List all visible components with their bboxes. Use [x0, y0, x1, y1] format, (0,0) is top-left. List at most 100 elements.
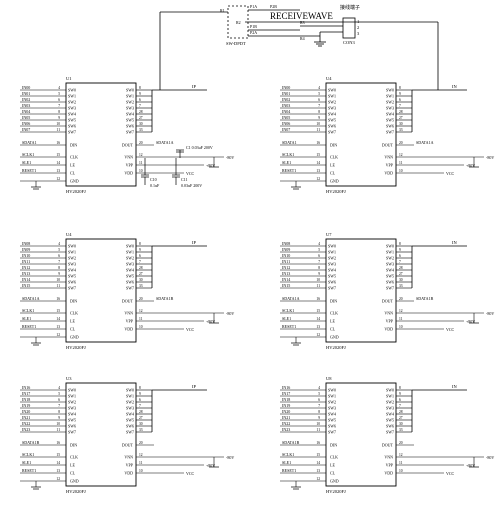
- chip-body: [65, 82, 137, 187]
- pin-number: 8: [399, 386, 401, 390]
- input-pin-label: IN15: [22, 283, 30, 288]
- sw-pin-name-right: SW5: [386, 274, 394, 279]
- sw-pin-name-right: SW3: [126, 106, 134, 111]
- input-pin-label: IN09: [22, 247, 30, 252]
- receivewave-label: RECEIVEWAVE: [270, 11, 333, 21]
- ctrl-net-label: SCLK1: [282, 308, 294, 313]
- sw-pin-name-left: SW7: [68, 286, 76, 291]
- sw-pin-name-left: SW1: [328, 250, 336, 255]
- ctrl-pin-name: VNN: [384, 311, 393, 316]
- sw-pin-name-left: SW6: [328, 424, 336, 429]
- pin-number: 8: [139, 386, 141, 390]
- input-pin-label: IN20: [282, 409, 290, 414]
- sw-pin-name-right: SW6: [126, 124, 134, 129]
- pin-number: 10: [139, 169, 143, 173]
- pin-number: 10: [56, 422, 60, 426]
- ctrl-net-label: SLE1: [282, 460, 291, 465]
- chip-ref: U7: [326, 232, 332, 237]
- ctrl-pin-name: DIN: [330, 299, 337, 304]
- output-net-label: IP: [192, 240, 196, 245]
- pin-number: 8: [58, 266, 60, 270]
- pin-number: 4: [58, 386, 60, 390]
- sw-pin-name-left: SW2: [68, 256, 76, 261]
- input-pin-label: IN22: [22, 421, 30, 426]
- input-pin-label: IN23: [22, 427, 30, 432]
- sw-pin-name-left: SW4: [328, 268, 336, 273]
- ctrl-net-label: SCLK1: [282, 452, 294, 457]
- pin-number: 6: [58, 98, 60, 102]
- pin-number: 6: [399, 254, 401, 258]
- pin-number: 20: [139, 297, 143, 301]
- sw-pin-name-left: SW0: [328, 388, 336, 393]
- pin-number: 15: [316, 309, 320, 313]
- input-pin-label: IN02: [22, 97, 30, 102]
- pin-number: 11: [139, 317, 143, 321]
- header-block: [159, 5, 439, 90]
- sw-pin-name-left: SW7: [68, 130, 76, 135]
- pin-number: 14: [56, 317, 60, 321]
- din-net-label: SDATA1: [282, 140, 297, 145]
- chip-ref: U4: [326, 76, 332, 81]
- sw-pin-name-right: SW2: [386, 100, 394, 105]
- sw-pin-name-left: SW2: [328, 400, 336, 405]
- power-net-label: VCC: [446, 171, 455, 176]
- sw-pin-name-left: SW0: [68, 88, 76, 93]
- input-pin-label: IN06: [282, 121, 290, 126]
- pin-number: 20: [139, 441, 143, 445]
- sw-pin-name-left: SW7: [328, 286, 336, 291]
- input-pin-label: IN19: [282, 403, 290, 408]
- chip-part: HV2020FJ: [66, 345, 86, 350]
- sw-pin-name-right: SW7: [386, 430, 394, 435]
- sw-pin-name-right: SW6: [126, 424, 134, 429]
- ctrl-pin-name: VNN: [124, 455, 133, 460]
- sw-pin-name-left: SW1: [328, 394, 336, 399]
- connector-body: [342, 17, 356, 39]
- din-net-label: SDATA1A: [282, 296, 300, 301]
- ctrl-net-label: SCLK1: [22, 152, 34, 157]
- ctrl-net-label: SCLK1: [282, 152, 294, 157]
- ctrl-pin-name: GND: [70, 179, 79, 184]
- ctrl-pin-name: DIN: [330, 143, 337, 148]
- din-net-label: SDATA1B: [22, 440, 40, 445]
- pin-number: 8: [139, 242, 141, 246]
- ctrl-pin-name: VDD: [384, 471, 393, 476]
- pin-number: 4: [318, 86, 320, 90]
- ctrl-pin-name: CLK: [330, 155, 338, 160]
- sw-pin-name-right: SW2: [386, 400, 394, 405]
- pin-number: 30: [399, 278, 403, 282]
- ctrl-pin-name: VNN: [124, 311, 133, 316]
- sw-pin-name-right: SW4: [386, 112, 394, 117]
- pin-number: 5: [318, 92, 320, 96]
- pin-number: 12: [399, 153, 403, 157]
- input-pin-label: IN04: [22, 109, 30, 114]
- pin-number: 8: [318, 410, 320, 414]
- pin-number: 4: [318, 242, 320, 246]
- pin-number: 7: [139, 104, 141, 108]
- switch-pin-label: P1B: [250, 24, 257, 29]
- input-pin-label: IN13: [22, 271, 30, 276]
- pin-number: 27: [399, 416, 403, 420]
- power-net-label: VCC: [446, 327, 455, 332]
- pin-number: 30: [399, 122, 403, 126]
- sw-pin-name-left: SW2: [328, 100, 336, 105]
- pin-number: 15: [316, 153, 320, 157]
- output-net-label: IP: [192, 84, 196, 89]
- ctrl-pin-name: LE: [70, 319, 75, 324]
- sw-pin-name-right: SW7: [386, 130, 394, 135]
- pin-number: 10: [139, 469, 143, 473]
- ctrl-pin-name: CLK: [70, 311, 78, 316]
- ctrl-net-label: RESET1: [22, 468, 36, 473]
- ctrl-pin-name: VPP: [386, 463, 394, 468]
- pin-number: 33: [399, 128, 403, 132]
- pin-number: 5: [318, 392, 320, 396]
- pin-number: 7: [139, 404, 141, 408]
- pin-number: 27: [139, 116, 143, 120]
- pin-number: 6: [58, 254, 60, 258]
- sw-pin-name-right: SW5: [386, 118, 394, 123]
- pin-number: 8: [58, 110, 60, 114]
- pin-number: 28: [399, 110, 403, 114]
- pin-number: 6: [58, 398, 60, 402]
- din-net-label: SDATA1A: [22, 296, 40, 301]
- pin-number: 9: [399, 92, 401, 96]
